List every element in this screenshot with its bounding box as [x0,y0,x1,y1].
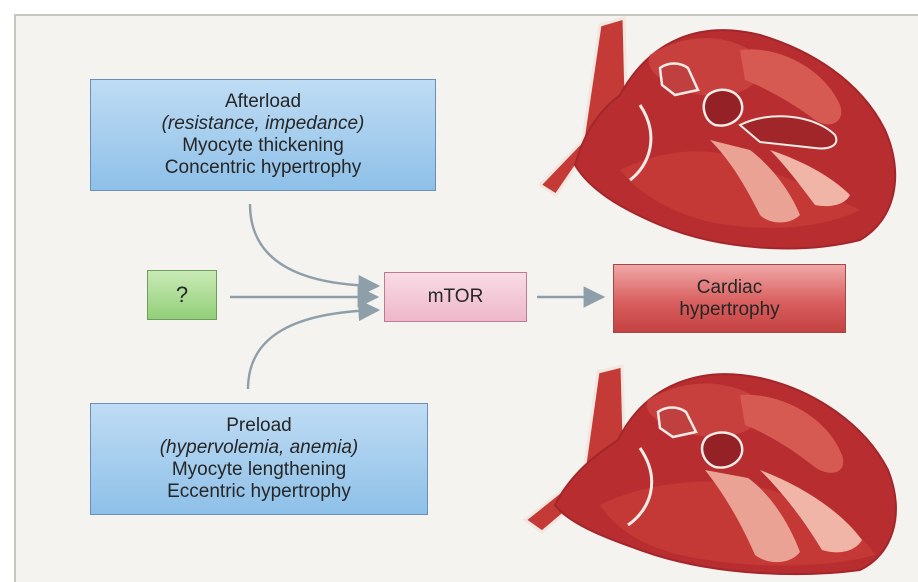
preload-result: Eccentric hypertrophy [91,481,427,503]
cardiac-hypertrophy-box: Cardiac hypertrophy [613,264,846,333]
afterload-detail: (resistance, impedance) [91,113,435,135]
outcome-line-2: hypertrophy [614,299,845,321]
afterload-box: Afterload (resistance, impedance) Myocyt… [90,79,436,191]
preload-mechanism: Myocyte lengthening [91,459,427,481]
mtor-label: mTOR [385,286,526,308]
heart-concentric-hypertrophy-icon [540,18,895,248]
preload-title: Preload [91,415,427,437]
afterload-title: Afterload [91,91,435,113]
unknown-input-label: ? [148,284,216,306]
preload-detail: (hypervolemia, anemia) [91,437,427,459]
heart-eccentric-hypertrophy-icon [525,366,896,574]
preload-box: Preload (hypervolemia, anemia) Myocyte l… [90,403,428,515]
outcome-line-1: Cardiac [614,277,845,299]
mtor-box: mTOR [384,272,527,322]
unknown-input-box: ? [147,270,217,320]
afterload-result: Concentric hypertrophy [91,157,435,179]
afterload-mechanism: Myocyte thickening [91,135,435,157]
